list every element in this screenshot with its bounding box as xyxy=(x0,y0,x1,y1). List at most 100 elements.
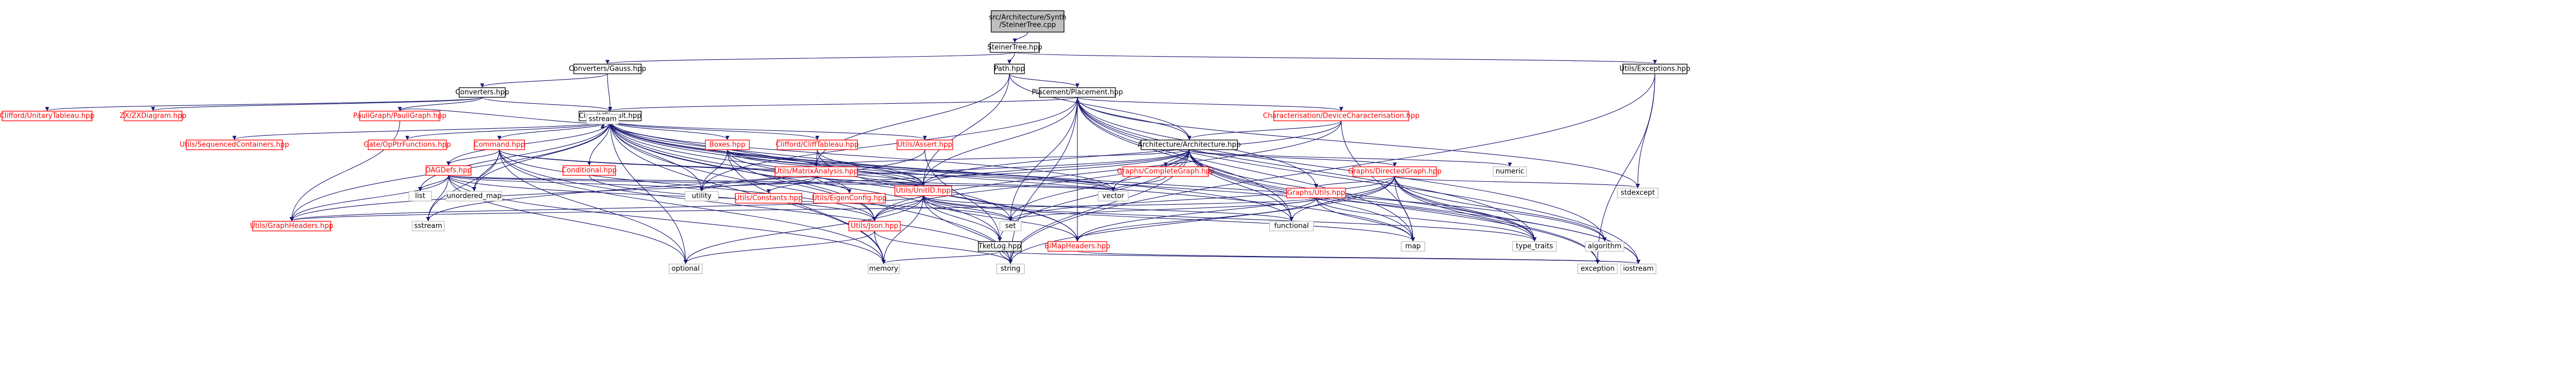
edge-characterisation-to-map xyxy=(1341,120,1415,242)
node-tklog[interactable]: TketLog.hpp xyxy=(978,241,1022,252)
edge-path-to-placement xyxy=(1009,73,1080,88)
node-label: Path.hpp xyxy=(994,65,1024,73)
node-json[interactable]: Utils/Json.hpp xyxy=(848,221,901,231)
node-box xyxy=(474,140,525,150)
node-box xyxy=(1622,64,1688,74)
node-convgauss[interactable]: Converters/Gauss.hpp xyxy=(569,64,647,74)
node-stdexcept: stdexcept xyxy=(1617,188,1659,198)
node-box xyxy=(685,191,719,202)
node-label: type_traits xyxy=(1516,243,1553,251)
node-unitid[interactable]: Utils/UnitID.hpp xyxy=(894,185,952,196)
edge-matrixanalysis-to-constants xyxy=(766,176,817,194)
node-eigenconfig[interactable]: Utils/EigenConfig.hpp xyxy=(812,193,887,204)
node-matrixanalysis[interactable]: Utils/MatrixAnalysis.hpp xyxy=(774,166,858,177)
node-zxdiagram[interactable]: ZX/ZXDiagram.hpp xyxy=(120,111,187,121)
node-box xyxy=(735,193,802,204)
node-label: Boxes.hpp xyxy=(709,141,745,149)
node-characterisation[interactable]: Characterisation/DeviceCharacterisation.… xyxy=(1263,111,1420,121)
node-label: sstream xyxy=(414,222,442,230)
edge-utilsassert-to-tklog xyxy=(924,149,1002,242)
node-box xyxy=(459,87,506,98)
node-graphsutils[interactable]: Graphs/Utils.hpp xyxy=(1286,188,1346,198)
node-algorithm: algorithm xyxy=(1585,241,1624,252)
edge-converters-to-cliffordunitary xyxy=(45,97,483,111)
node-label: memory xyxy=(869,265,899,273)
node-utility: utility xyxy=(685,191,719,202)
edge-utilsexc-to-exception xyxy=(1595,73,1655,264)
node-label: DAGDefs.hpp xyxy=(425,167,472,175)
node-steinertree[interactable]: SteinerTree.hpp xyxy=(987,42,1043,53)
edge-boxes-to-utility xyxy=(700,149,728,191)
edge-command-to-sstream2 xyxy=(426,149,500,221)
node-paulirgraph[interactable]: PauliGraph/PauliGraph.hpp xyxy=(353,111,446,121)
node-functional: functional xyxy=(1269,221,1314,231)
node-box xyxy=(1141,140,1238,150)
node-command[interactable]: Command.hpp xyxy=(474,140,525,150)
node-vector: vector xyxy=(1098,191,1129,202)
edge-dagdefs-to-utility xyxy=(448,175,704,191)
edge-utilsexc-to-stdexcept xyxy=(1636,73,1655,188)
node-box xyxy=(994,64,1025,74)
edge-circuit-to-utilsassert xyxy=(610,120,927,140)
node-label: Utils/Exceptions.hpp xyxy=(1620,65,1691,73)
edge-json-to-string xyxy=(874,230,1013,264)
edge-graphsutils-to-set xyxy=(1008,197,1317,221)
node-box xyxy=(894,185,952,196)
edge-directedgraph-to-algorithm xyxy=(1394,176,1607,242)
node-placement[interactable]: Placement/Placement.hpp xyxy=(1032,87,1123,98)
edge-circuit-to-clifftableau xyxy=(610,120,819,140)
node-set: set xyxy=(999,221,1022,231)
node-label: Utils/Assert.hpp xyxy=(898,141,953,149)
node-conditional[interactable]: Conditional.hpp xyxy=(562,165,617,176)
edge-utilsassert-to-sstream2 xyxy=(426,149,925,221)
node-completegraph[interactable]: Graphs/CompleteGraph.hpp xyxy=(1117,166,1214,177)
node-box xyxy=(1493,166,1527,177)
node-dagdefs[interactable]: DAGDefs.hpp xyxy=(425,165,472,176)
edge-command-to-json xyxy=(499,149,877,221)
node-label: Conditional.hpp xyxy=(562,167,617,175)
node-utilsexc[interactable]: Utils/Exceptions.hpp xyxy=(1620,64,1691,74)
node-constants[interactable]: Utils/Constants.hpp xyxy=(734,193,803,204)
edge-convgauss-to-converters xyxy=(480,73,608,88)
node-label: functional xyxy=(1274,222,1309,230)
node-bimap[interactable]: BiMapHeaders.hpp xyxy=(1045,241,1111,252)
edge-paulirgraph-to-graphheaders xyxy=(290,120,400,221)
node-utilsassert[interactable]: Utils/Assert.hpp xyxy=(896,140,953,150)
node-architecture[interactable]: Architecture/Architecture.hpp xyxy=(1138,140,1241,150)
node-directedgraph[interactable]: Graphs/DirectedGraph.hpp xyxy=(1348,166,1442,177)
edge-circuit-to-memory xyxy=(610,120,886,264)
node-boxes[interactable]: Boxes.hpp xyxy=(705,140,750,150)
node-label: SteinerTree.hpp xyxy=(987,44,1043,52)
node-box xyxy=(999,221,1022,231)
edge-circuit-to-optional xyxy=(610,120,688,264)
edge-command-to-dagdefs xyxy=(446,149,500,166)
edge-circuit-to-tklog xyxy=(610,120,1002,242)
edge-bimap-to-iostream xyxy=(1077,251,1640,264)
node-label: TketLog.hpp xyxy=(978,243,1021,251)
edge-graphsutils-to-bimap xyxy=(1075,197,1317,242)
node-label: unordered_map xyxy=(447,192,502,200)
edge-path-to-architecture xyxy=(1009,73,1191,140)
node-label: src/Architecture/Synth xyxy=(989,14,1067,22)
edge-completegraph-to-vector xyxy=(1111,176,1166,191)
node-label: Utils/Constants.hpp xyxy=(734,195,802,203)
node-box xyxy=(777,140,858,150)
node-box xyxy=(573,64,642,74)
node-converters[interactable]: Converters.hpp xyxy=(455,87,509,98)
node-cliffordunitary[interactable]: Clifford/UnitaryTableau.hpp xyxy=(0,111,95,121)
edge-unitid-to-functional xyxy=(923,195,1294,221)
node-graphheaders[interactable]: Utils/GraphHeaders.hpp xyxy=(250,221,333,231)
edge-dagdefs-to-list xyxy=(418,175,449,191)
edge-matrixanalysis-to-utility xyxy=(700,176,817,191)
node-label: iostream xyxy=(1623,265,1653,273)
edge-architecture-to-matrixanalysis xyxy=(814,149,1190,167)
edge-placement-to-algorithm xyxy=(1077,97,1607,242)
node-clifftableau[interactable]: Clifford/CliffTableau.hpp xyxy=(776,140,859,150)
edge-architecture-to-utility xyxy=(700,149,1190,191)
edge-dagdefs-to-optional xyxy=(448,175,688,264)
node-path[interactable]: Path.hpp xyxy=(994,64,1025,74)
node-seqcontainers[interactable]: Utils/SequencedContainers.hpp xyxy=(180,140,290,150)
node-label: Converters.hpp xyxy=(455,89,509,97)
edge-circuit-to-dagdefs xyxy=(446,120,611,166)
node-gateopptr[interactable]: Gate/OpPtrFunctions.hpp xyxy=(363,140,451,150)
